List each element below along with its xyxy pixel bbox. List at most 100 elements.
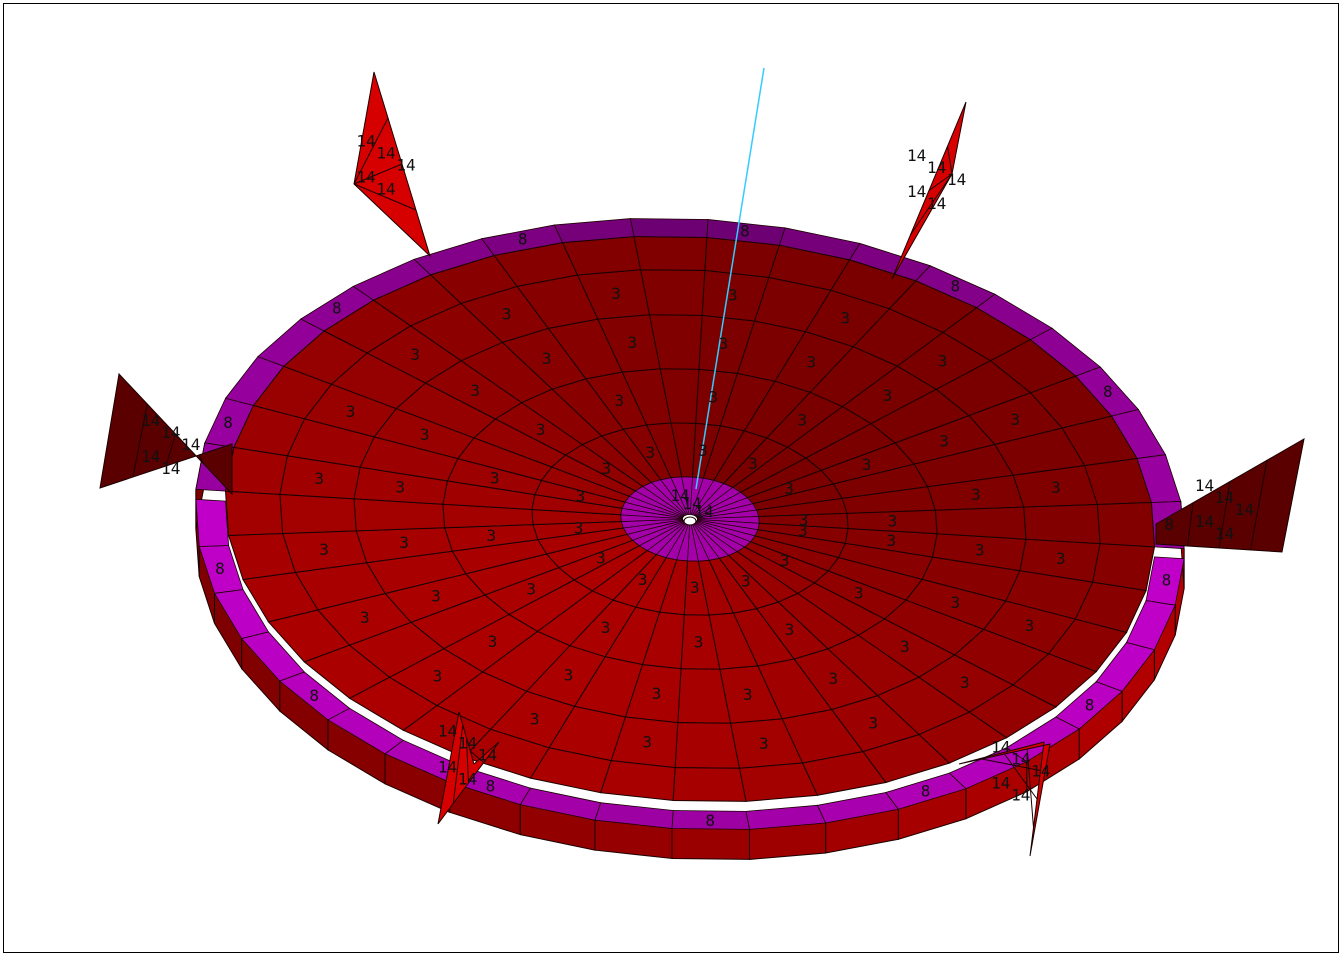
gusset-element-label: 14 [947,170,966,189]
ring-element-label: 8 [1164,515,1174,534]
gusset-element-label: 14 [161,423,180,442]
plate-element-label: 3 [869,713,879,732]
plate-element-label: 3 [797,411,807,430]
plate-element-label: 3 [828,669,838,688]
ring-element-label: 8 [486,776,496,795]
gusset-mesh-line [947,146,953,175]
plate-element-label: 3 [642,733,652,752]
ring-element [195,498,230,547]
gusset-bottom-left [437,711,500,825]
plate-element [639,269,706,316]
plate-element-label: 3 [486,526,496,545]
gusset-element-label: 14 [356,132,375,151]
plate-element-label: 3 [938,352,948,371]
plate-element-label: 3 [399,533,409,552]
plate-element-label: 3 [971,485,981,504]
gusset-mesh-line [1004,753,1038,800]
ring-element [630,218,709,238]
plate-element-label: 3 [360,608,370,627]
gusset-element-label: 14 [1215,488,1234,507]
plate-element-label: 3 [1025,616,1035,635]
plate-element-label: 3 [748,454,758,473]
gusset-right [1155,438,1305,553]
fe-mesh-scene: 3 3 3 3 3 3 3 3 3 3 3 3 3 3 3 3 3 3 3 3 3 3 3 3 3 3 3 3 3 3 3 3 3 3 3 3 3 3 3 3… [99,67,1305,860]
plate-element-label: 3 [719,334,729,353]
gusset-element-label: 14 [1235,500,1254,519]
gusset-element-label: 14 [1195,512,1214,531]
gusset-element-label: 14 [907,146,926,165]
gusset-element-label: 14 [1011,786,1030,805]
element-labels: 3 3 3 3 3 3 3 3 3 3 3 3 3 3 3 3 3 3 3 3 3 3 3 3 3 3 3 3 3 3 3 3 3 3 3 3 3 3 3 3… [141,132,1254,830]
plate-element-label: 3 [798,521,808,540]
gusset-element-label: 14 [927,194,946,213]
plate-element-label: 3 [420,425,430,444]
axis-line [695,67,765,490]
plate-element-label: 3 [1056,549,1066,568]
plate-element-label: 3 [614,391,624,410]
plate-element-label: 3 [574,518,584,537]
gusset-element-label: 14 [396,156,415,175]
plate-element [224,490,284,537]
plate-element-label: 3 [627,333,637,352]
plate-element-label: 3 [564,666,574,685]
plate-element [279,493,357,535]
gusset-mesh-line [981,758,1041,771]
center-hub [620,476,760,562]
hub-element-label: 14 [670,486,689,505]
gusset-element-label: 14 [356,168,375,187]
ring-element-label: 8 [223,413,233,432]
plate-element-label: 3 [785,620,795,639]
plate-element-label: 3 [526,579,536,598]
plate-element-label: 3 [950,593,960,612]
gusset-face [99,372,233,496]
plate-element-label: 3 [939,432,949,451]
plate-element-label: 3 [759,734,769,753]
gusset-left [99,372,233,496]
ring-element-label: 8 [1085,695,1095,714]
plate-element-label: 3 [883,386,893,405]
ring-element-label: 8 [705,811,715,830]
plate-element [738,762,819,802]
gusset-element-label: 14 [438,722,457,741]
gusset-mesh-line [198,454,205,465]
gusset-element-label: 14 [927,158,946,177]
plate-element-label: 3 [960,673,970,692]
plate-element [674,722,741,769]
ring-element-label: 8 [332,298,342,317]
gusset-mesh-line [1218,481,1231,549]
gusset-element-label: 14 [141,447,160,466]
gusset-mesh-line [1250,460,1268,551]
plate-element-label: 3 [652,684,662,703]
gusset-face [1155,438,1305,553]
gusset-mesh-line [1026,748,1034,828]
plate-element-label: 3 [542,349,552,368]
ring-element-label: 8 [1103,382,1113,401]
gusset-mesh-line [353,117,389,185]
plate-element-label: 3 [488,632,498,651]
plate-element-label: 3 [319,540,329,559]
ring-element-label: 8 [921,782,931,801]
plate-element-label: 3 [862,455,872,474]
plate-element-label: 3 [690,578,700,597]
plate-mesh [224,236,1156,802]
plate-element-label: 3 [708,388,718,407]
hub-element-label: 14 [682,494,701,513]
plate-element-label: 3 [314,469,324,488]
plate-element-label: 3 [431,586,441,605]
gusset-element-label: 14 [438,758,457,777]
plate-element-label: 3 [728,285,738,304]
model-viewport[interactable]: 3 3 3 3 3 3 3 3 3 3 3 3 3 3 3 3 3 3 3 3 3 3 3 3 3 3 3 3 3 3 3 3 3 3 3 3 3 3 3 3… [3,3,1339,953]
plate-element-label: 3 [854,584,864,603]
plate-element [934,506,1027,540]
plate-element-label: 3 [410,345,420,364]
gusset-top-right [891,101,967,280]
gusset-element-label: 14 [376,180,395,199]
plate-element-label: 3 [900,637,910,656]
plate-element-label: 3 [694,632,704,651]
ring-element-label: 8 [518,230,528,249]
gusset-mesh-line [452,724,464,804]
gusset-mesh-line [466,737,469,784]
ring-element-label: 8 [740,222,750,241]
gusset-mesh-line [469,750,485,763]
gusset-element-label: 14 [458,734,477,753]
